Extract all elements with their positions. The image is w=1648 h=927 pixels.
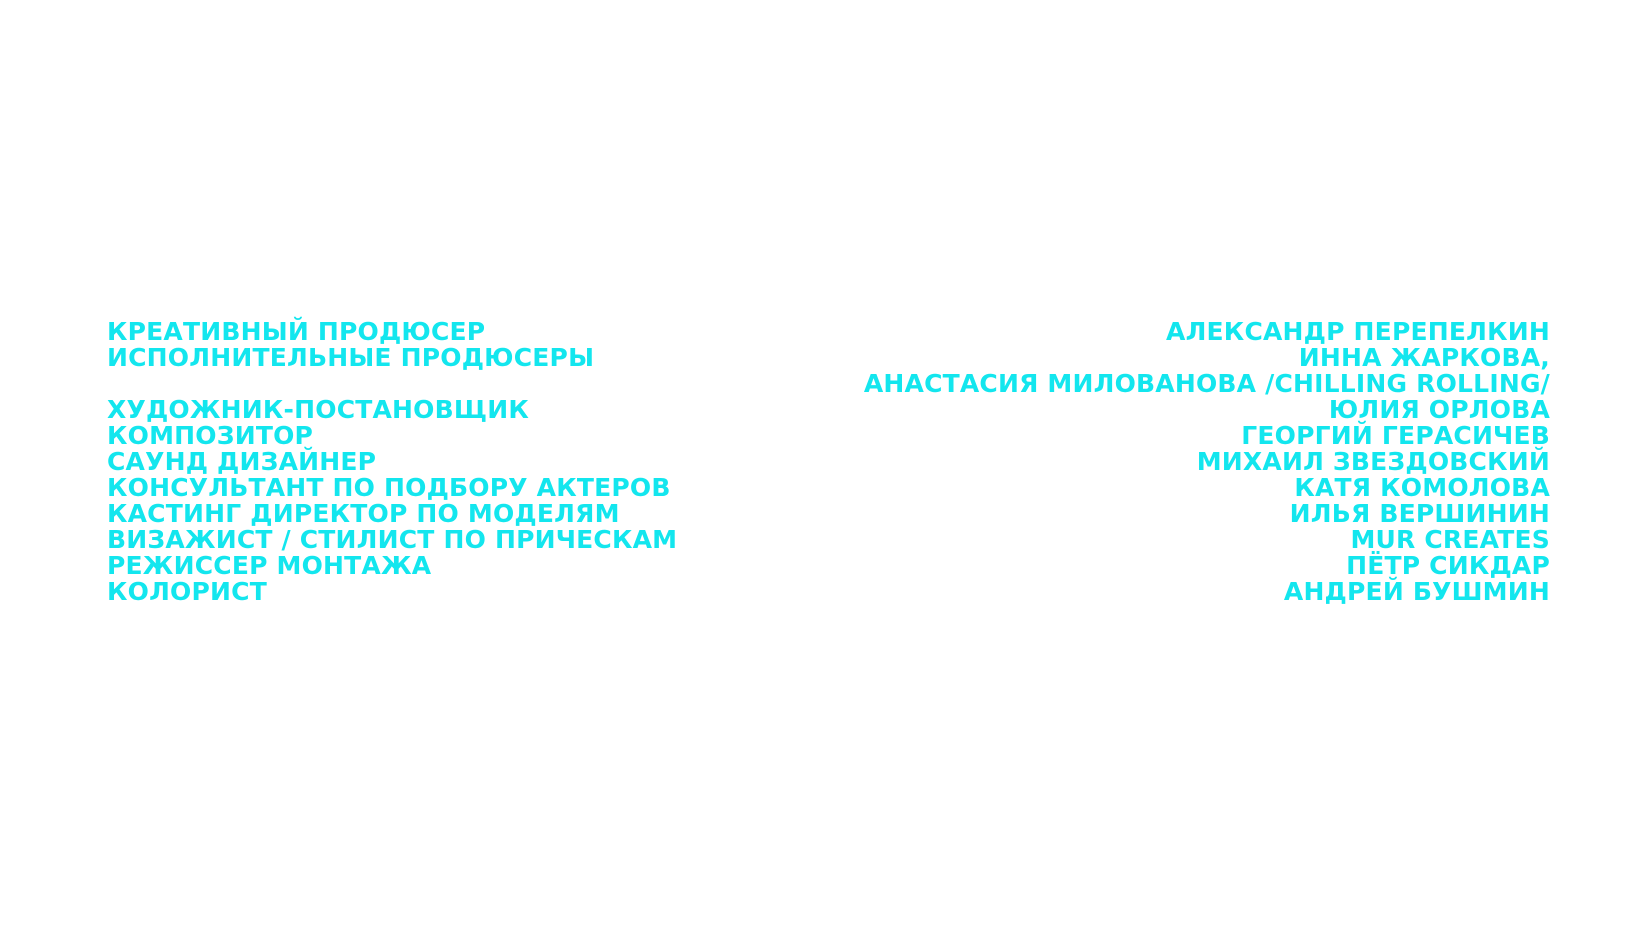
credit-name: MUR CREATES: [1350, 525, 1550, 554]
credit-names: АЛЕКСАНДР ПЕРЕПЕЛКИН: [1166, 319, 1550, 345]
credit-name: КАТЯ КОМОЛОВА: [1294, 473, 1550, 502]
credit-names: ИННА ЖАРКОВА, АНАСТАСИЯ МИЛОВАНОВА /CHIL…: [864, 345, 1550, 397]
credit-names: КАТЯ КОМОЛОВА: [1294, 475, 1550, 501]
credit-row: КОНСУЛЬТАНТ ПО ПОДБОРУ АКТЕРОВ КАТЯ КОМО…: [107, 475, 1550, 501]
credit-row: КРЕАТИВНЫЙ ПРОДЮСЕР АЛЕКСАНДР ПЕРЕПЕЛКИН: [107, 319, 1550, 345]
credit-role: КАСТИНГ ДИРЕКТОР ПО МОДЕЛЯМ: [107, 499, 620, 528]
credit-names: АНДРЕЙ БУШМИН: [1284, 579, 1550, 605]
credit-name: МИХАИЛ ЗВЕЗДОВСКИЙ: [1196, 447, 1550, 476]
credit-role: РЕЖИССЕР МОНТАЖА: [107, 551, 432, 580]
credit-row: КОЛОРИСТ АНДРЕЙ БУШМИН: [107, 579, 1550, 605]
credit-names: МИХАИЛ ЗВЕЗДОВСКИЙ: [1197, 449, 1550, 475]
credit-role: ХУДОЖНИК-ПОСТАНОВЩИК: [107, 395, 529, 424]
credit-names: ИЛЬЯ ВЕРШИНИН: [1290, 501, 1550, 527]
credit-row: ИСПОЛНИТЕЛЬНЫЕ ПРОДЮСЕРЫ ИННА ЖАРКОВА, А…: [107, 345, 1550, 397]
credit-name: ИННА ЖАРКОВА,: [1298, 343, 1550, 372]
credit-name: АНДРЕЙ БУШМИН: [1283, 577, 1550, 606]
credit-names: ПЁТР СИКДАР: [1346, 553, 1550, 579]
credit-row: РЕЖИССЕР МОНТАЖА ПЁТР СИКДАР: [107, 553, 1550, 579]
credit-names: ГЕОРГИЙ ГЕРАСИЧЕВ: [1241, 423, 1550, 449]
credit-row: ХУДОЖНИК-ПОСТАНОВЩИК ЮЛИЯ ОРЛОВА: [107, 397, 1550, 423]
credit-role: ВИЗАЖИСТ / СТИЛИСТ ПО ПРИЧЕСКАМ: [107, 525, 678, 554]
credit-row: КАСТИНГ ДИРЕКТОР ПО МОДЕЛЯМ ИЛЬЯ ВЕРШИНИ…: [107, 501, 1550, 527]
credit-role: САУНД ДИЗАЙНЕР: [107, 447, 377, 476]
credit-name: ГЕОРГИЙ ГЕРАСИЧЕВ: [1241, 421, 1550, 450]
credit-name: ИЛЬЯ ВЕРШИНИН: [1289, 499, 1550, 528]
credit-role: КРЕАТИВНЫЙ ПРОДЮСЕР: [107, 317, 486, 346]
credit-role: КОНСУЛЬТАНТ ПО ПОДБОРУ АКТЕРОВ: [107, 473, 671, 502]
credit-row: ВИЗАЖИСТ / СТИЛИСТ ПО ПРИЧЕСКАМ MUR CREA…: [107, 527, 1550, 553]
credit-role: КОМПОЗИТОР: [107, 421, 314, 450]
credit-names: ЮЛИЯ ОРЛОВА: [1329, 397, 1550, 423]
credit-name: АЛЕКСАНДР ПЕРЕПЕЛКИН: [1166, 317, 1550, 346]
credit-row: САУНД ДИЗАЙНЕР МИХАИЛ ЗВЕЗДОВСКИЙ: [107, 449, 1550, 475]
credit-name: ПЁТР СИКДАР: [1346, 551, 1550, 580]
credits-list: КРЕАТИВНЫЙ ПРОДЮСЕР АЛЕКСАНДР ПЕРЕПЕЛКИН…: [107, 319, 1550, 605]
credit-name: АНАСТАСИЯ МИЛОВАНОВА /CHILLING ROLLING/: [863, 369, 1550, 398]
credit-name: ЮЛИЯ ОРЛОВА: [1328, 395, 1550, 424]
credit-role: ИСПОЛНИТЕЛЬНЫЕ ПРОДЮСЕРЫ: [107, 343, 595, 372]
credit-names: MUR CREATES: [1350, 527, 1550, 553]
credit-role: КОЛОРИСТ: [107, 577, 267, 606]
credit-row: КОМПОЗИТОР ГЕОРГИЙ ГЕРАСИЧЕВ: [107, 423, 1550, 449]
